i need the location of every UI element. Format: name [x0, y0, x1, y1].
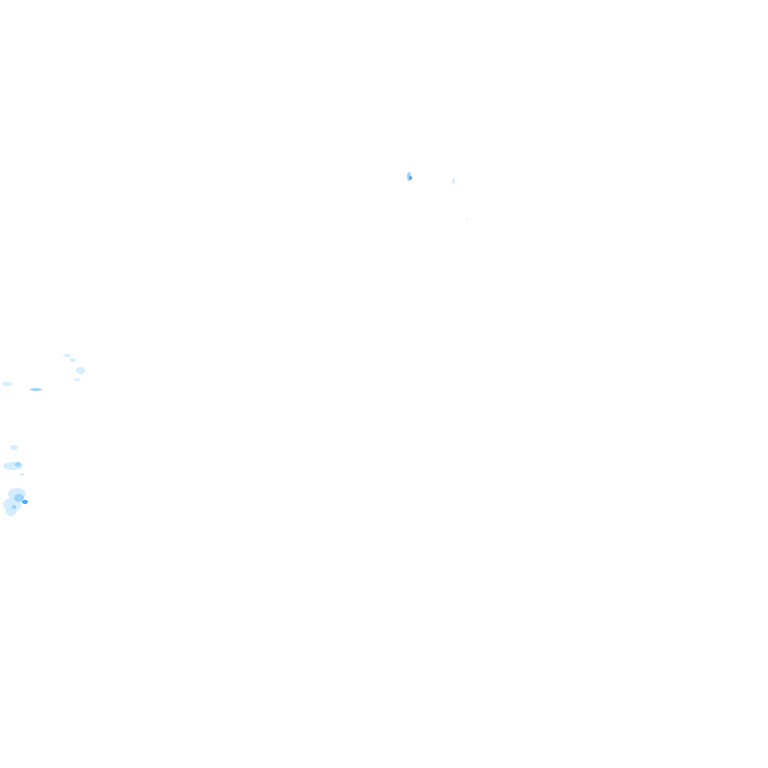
precipitation-echo-light — [20, 473, 24, 476]
precipitation-echo-dark — [22, 500, 28, 504]
precipitation-echo-light — [2, 382, 12, 386]
precipitation-echo-light — [63, 354, 71, 357]
precipitation-echo-light — [70, 358, 76, 362]
precipitation-echo-medium — [12, 505, 16, 509]
precipitation-echo-light — [10, 445, 18, 450]
precipitation-echo-dark — [409, 176, 412, 180]
precipitation-echo-light — [6, 508, 16, 516]
precipitation-echo-medium — [15, 462, 21, 467]
precipitation-echo-medium — [30, 388, 42, 391]
precipitation-echo-light — [466, 218, 468, 220]
precipitation-echo-medium — [14, 494, 24, 502]
precipitation-echo-light — [76, 367, 85, 374]
precipitation-echo-light — [3, 498, 21, 512]
precipitation-echo-light — [74, 378, 80, 381]
precipitation-echo-light — [452, 178, 455, 184]
